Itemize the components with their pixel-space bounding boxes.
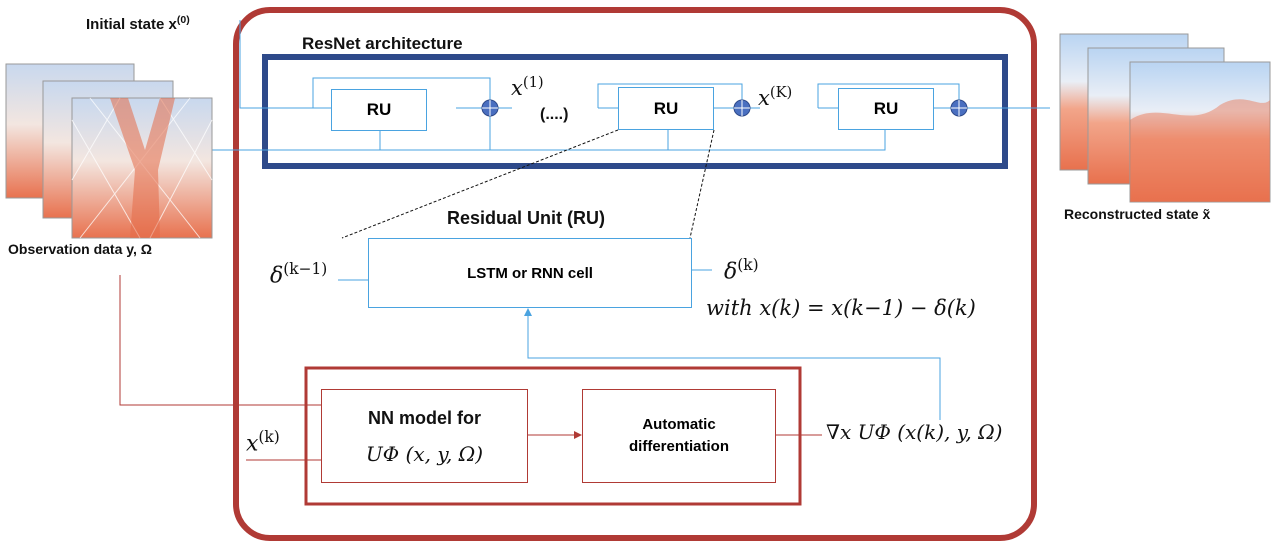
observation-panels xyxy=(5,63,213,239)
ru-block-1: RU xyxy=(331,89,427,131)
autodiff-box: Automatic differentiation xyxy=(582,389,776,483)
update-equation: with x(k) = x(k−1) − δ(k) xyxy=(706,296,976,320)
sum-node-2 xyxy=(733,99,751,117)
ru-block-2: RU xyxy=(618,87,714,130)
residual-unit-title: Residual Unit (RU) xyxy=(447,208,606,228)
resnet-title: ResNet architecture xyxy=(302,34,463,53)
sum-node-3 xyxy=(950,99,968,117)
delta-in-label: δ(k−1) xyxy=(270,260,328,289)
nn-model-box: NN model for UΦ (x, y, Ω) xyxy=(321,389,528,483)
x1-label: x(1) xyxy=(511,74,544,100)
observation-label: Observation data y, Ω xyxy=(8,241,153,257)
ru-block-3: RU xyxy=(838,88,934,130)
xK-label: x(K) xyxy=(758,84,793,110)
reconstructed-panels xyxy=(1059,33,1271,203)
nn-model-line2: UΦ (x, y, Ω) xyxy=(365,442,484,466)
delta-out-label: δ(k) xyxy=(724,256,759,285)
ellipsis-label: (....) xyxy=(540,106,569,123)
gradient-label: ∇x UΦ (x(k), y, Ω) xyxy=(826,420,1003,444)
xk-input-label: x(k) xyxy=(246,428,280,457)
reconstructed-label: Reconstructed state x̃ xyxy=(1064,206,1211,222)
sum-node-1 xyxy=(481,99,499,117)
lstm-cell-box: LSTM or RNN cell xyxy=(368,238,692,308)
initial-state-label: Initial state x(0) xyxy=(86,14,190,33)
nn-model-line1: NN model for xyxy=(367,408,481,428)
